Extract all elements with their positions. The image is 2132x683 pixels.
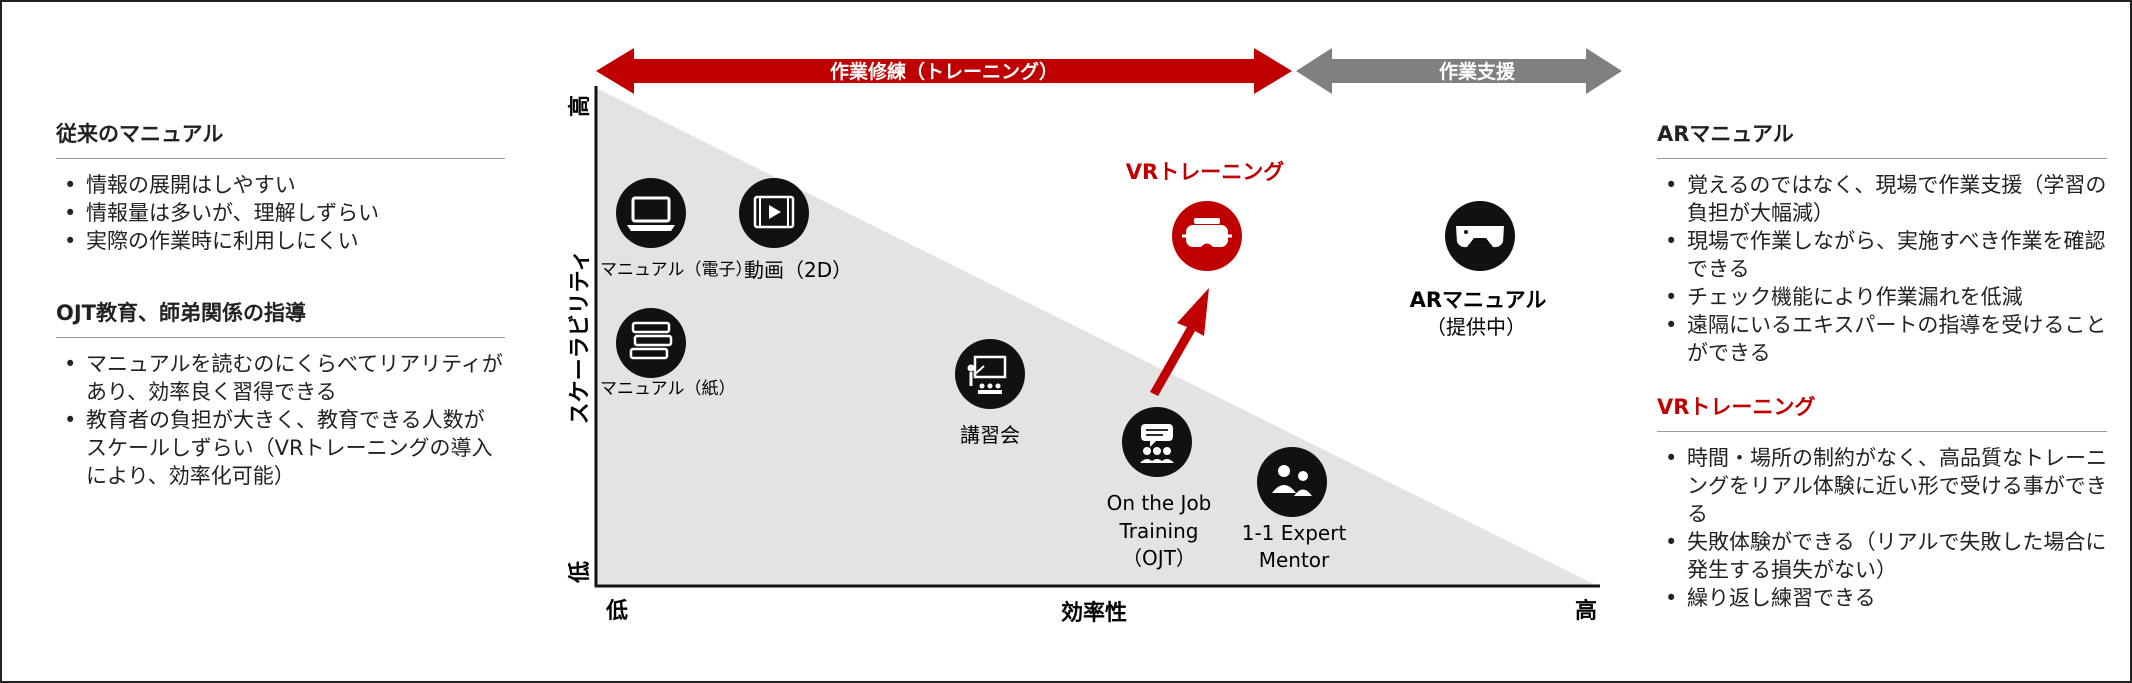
y-axis-low-label: 低 (568, 561, 593, 584)
list-item: 教育者の負担が大きく、教育できる人数がスケールしずらい（VRトレーニングの導入に… (56, 406, 505, 490)
list-item: 覚えるのではなく、現場で作業支援（学習の負担が大幅減） (1657, 171, 2107, 227)
presentation-icon (955, 339, 1025, 409)
item-label-ojt-line1: On the Job (1107, 491, 1212, 515)
y-axis-title: スケーラビリティ (568, 250, 593, 425)
item-label-ojt-line3: （OJT） (1122, 546, 1196, 570)
item-label-manual-digital: マニュアル（電子） (600, 260, 753, 280)
item-label-ojt-line2: Training (1119, 519, 1199, 543)
triangle-region (596, 88, 1598, 586)
speech-group-icon (1122, 407, 1192, 477)
support-arrow (1296, 48, 1622, 94)
x-axis-high-label: 高 (1575, 598, 1597, 624)
list-item: 遠隔にいるエキスパートの指導を受けることができる (1657, 311, 2107, 367)
ojt-bullets: マニュアルを読むのにくらべてリアリティがあり、効率良く習得できる 教育者の負担が… (56, 350, 505, 490)
book-stack-icon (616, 308, 686, 378)
section-title-ojt: OJT教育、師弟関係の指導 (56, 297, 505, 338)
vr-headset-icon (1172, 201, 1242, 271)
item-label-expert-line1: 1-1 Expert (1242, 521, 1347, 545)
list-item: 現場で作業しながら、実施すべき作業を確認できる (1657, 227, 2107, 283)
vr-upgrade-arrow (1150, 288, 1209, 396)
ar-glasses-icon (1445, 201, 1515, 271)
mentor-icon (1257, 447, 1327, 517)
list-item: 繰り返し練習できる (1657, 584, 2107, 612)
list-item: マニュアルを読むのにくらべてリアリティがあり、効率良く習得できる (56, 350, 505, 406)
vr-training-bullets: 時間・場所の制約がなく、高品質なトレーニングをリアル体験に近い形で受ける事ができ… (1657, 444, 2107, 612)
item-label-expert-line2: Mentor (1259, 548, 1330, 572)
y-axis-high-label: 高 (567, 95, 593, 117)
x-axis-low-label: 低 (605, 599, 628, 624)
ar-manual-label: ARマニュアル (1410, 288, 1547, 312)
section-title-conventional-manual: 従来のマニュアル (56, 118, 505, 159)
support-arrow-label: 作業支援 (1439, 60, 1516, 83)
item-label-lecture: 講習会 (960, 423, 1020, 447)
training-arrow-label: 作業修練（トレーニング） (830, 60, 1058, 83)
list-item: 情報の展開はしやすい (56, 171, 505, 199)
list-item: 実際の作業時に利用しにくい (56, 227, 505, 255)
ar-manual-bullets: 覚えるのではなく、現場で作業支援（学習の負担が大幅減） 現場で作業しながら、実施… (1657, 171, 2107, 367)
list-item: 失敗体験ができる（リアルで失敗した場合に発生する損失がない） (1657, 528, 2107, 584)
item-label-manual-paper: マニュアル（紙） (600, 379, 736, 399)
vr-training-label: VRトレーニング (1126, 160, 1284, 184)
list-item: チェック機能により作業漏れを低減 (1657, 283, 2107, 311)
list-item: 時間・場所の制約がなく、高品質なトレーニングをリアル体験に近い形で受ける事ができ… (1657, 444, 2107, 528)
laptop-icon (616, 178, 686, 248)
x-axis-title: 効率性 (1061, 600, 1127, 626)
video-player-icon (739, 178, 809, 248)
list-item: 情報量は多いが、理解しずらい (56, 199, 505, 227)
conventional-manual-bullets: 情報の展開はしやすい 情報量は多いが、理解しずらい 実際の作業時に利用しにくい (56, 171, 505, 255)
section-title-vr-training: VRトレーニング (1657, 391, 2107, 432)
right-panel: ARマニュアル 覚えるのではなく、現場で作業支援（学習の負担が大幅減） 現場で作… (1657, 118, 2107, 612)
item-label-video-2d: 動画（2D） (744, 258, 852, 282)
left-panel: 従来のマニュアル 情報の展開はしやすい 情報量は多いが、理解しずらい 実際の作業… (56, 118, 505, 490)
section-title-ar-manual: ARマニュアル (1657, 118, 2107, 159)
training-arrow (596, 48, 1292, 94)
ar-status-label: （提供中） (1426, 315, 1526, 339)
